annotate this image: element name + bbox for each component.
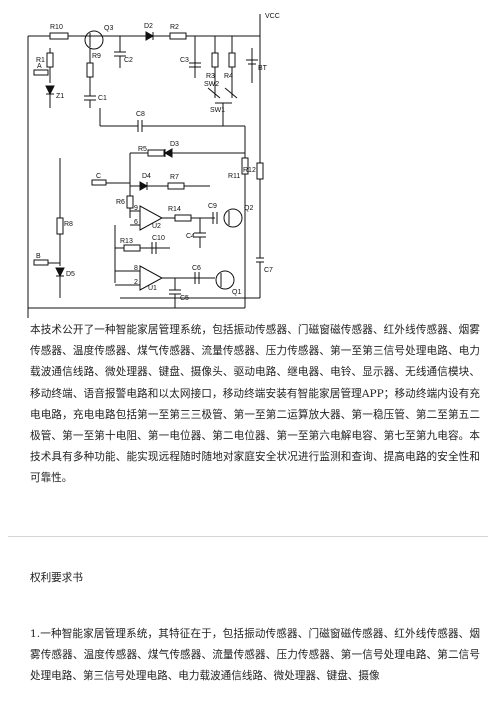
label-r6: R6 xyxy=(116,199,125,206)
label-d3: D3 xyxy=(170,141,179,148)
label-q1: Q1 xyxy=(232,289,241,296)
circuit-diagram: VCC R10 Q3 D2 R2 R1 R9 C2 C3 R3 R4 BT SW… xyxy=(20,8,310,318)
label-c: C xyxy=(96,173,101,180)
label-r13: R13 xyxy=(120,238,133,245)
label-bt: BT xyxy=(258,65,268,72)
label-c2: C2 xyxy=(124,57,133,64)
label-r7: R7 xyxy=(170,174,179,181)
section-divider xyxy=(8,536,488,537)
label-c1: C1 xyxy=(98,95,107,102)
label-pin2: 2 xyxy=(134,279,138,286)
claim-1: 1.一种智能家居管理系统，其特征在于，包括振动传感器、门磁窗磁传感器、红外线传感… xyxy=(30,628,480,683)
label-r3: R3 xyxy=(206,73,215,80)
label-u1: U1 xyxy=(148,285,157,292)
label-pin8: 8 xyxy=(134,265,138,272)
label-r4: R4 xyxy=(224,73,233,80)
label-r14: R14 xyxy=(168,206,181,213)
label-r10: R10 xyxy=(50,24,63,31)
label-a: A xyxy=(37,63,42,70)
label-pin9: 9 xyxy=(134,205,138,212)
label-c7: C7 xyxy=(264,267,273,274)
label-r8: R8 xyxy=(64,221,73,228)
label-vcc: VCC xyxy=(265,13,280,20)
label-d5: D5 xyxy=(66,271,75,278)
label-c3: C3 xyxy=(180,57,189,64)
label-r1: R1 xyxy=(36,57,45,64)
abstract-paragraph: 本技术公开了一种智能家居管理系统，包括振动传感器、门磁窗磁传感器、红外线传感器、… xyxy=(30,324,480,485)
label-q2: Q2 xyxy=(244,205,253,212)
label-r9: R9 xyxy=(92,53,101,60)
label-d2: D2 xyxy=(144,23,153,30)
label-d4: D4 xyxy=(142,173,151,180)
label-c8: C8 xyxy=(136,111,145,118)
label-r5: R5 xyxy=(138,146,147,153)
label-u2: U2 xyxy=(152,223,161,230)
label-sw2: SW2 xyxy=(204,81,219,88)
claims-heading: 权利要求书 xyxy=(30,572,83,584)
label-c10: C10 xyxy=(152,235,165,242)
label-r12: R12 xyxy=(243,167,256,174)
label-r11: R11 xyxy=(228,173,240,180)
label-c6: C6 xyxy=(192,265,201,272)
label-c9: C9 xyxy=(208,203,217,210)
label-c5: C5 xyxy=(180,295,189,302)
label-sw1: SW1 xyxy=(210,107,225,114)
label-b: B xyxy=(36,253,41,260)
label-pin6: 6 xyxy=(134,219,138,226)
label-z1: Z1 xyxy=(56,93,64,100)
label-c4: C4 xyxy=(186,233,195,240)
label-r2: R2 xyxy=(170,24,179,31)
label-q3: Q3 xyxy=(104,25,113,32)
